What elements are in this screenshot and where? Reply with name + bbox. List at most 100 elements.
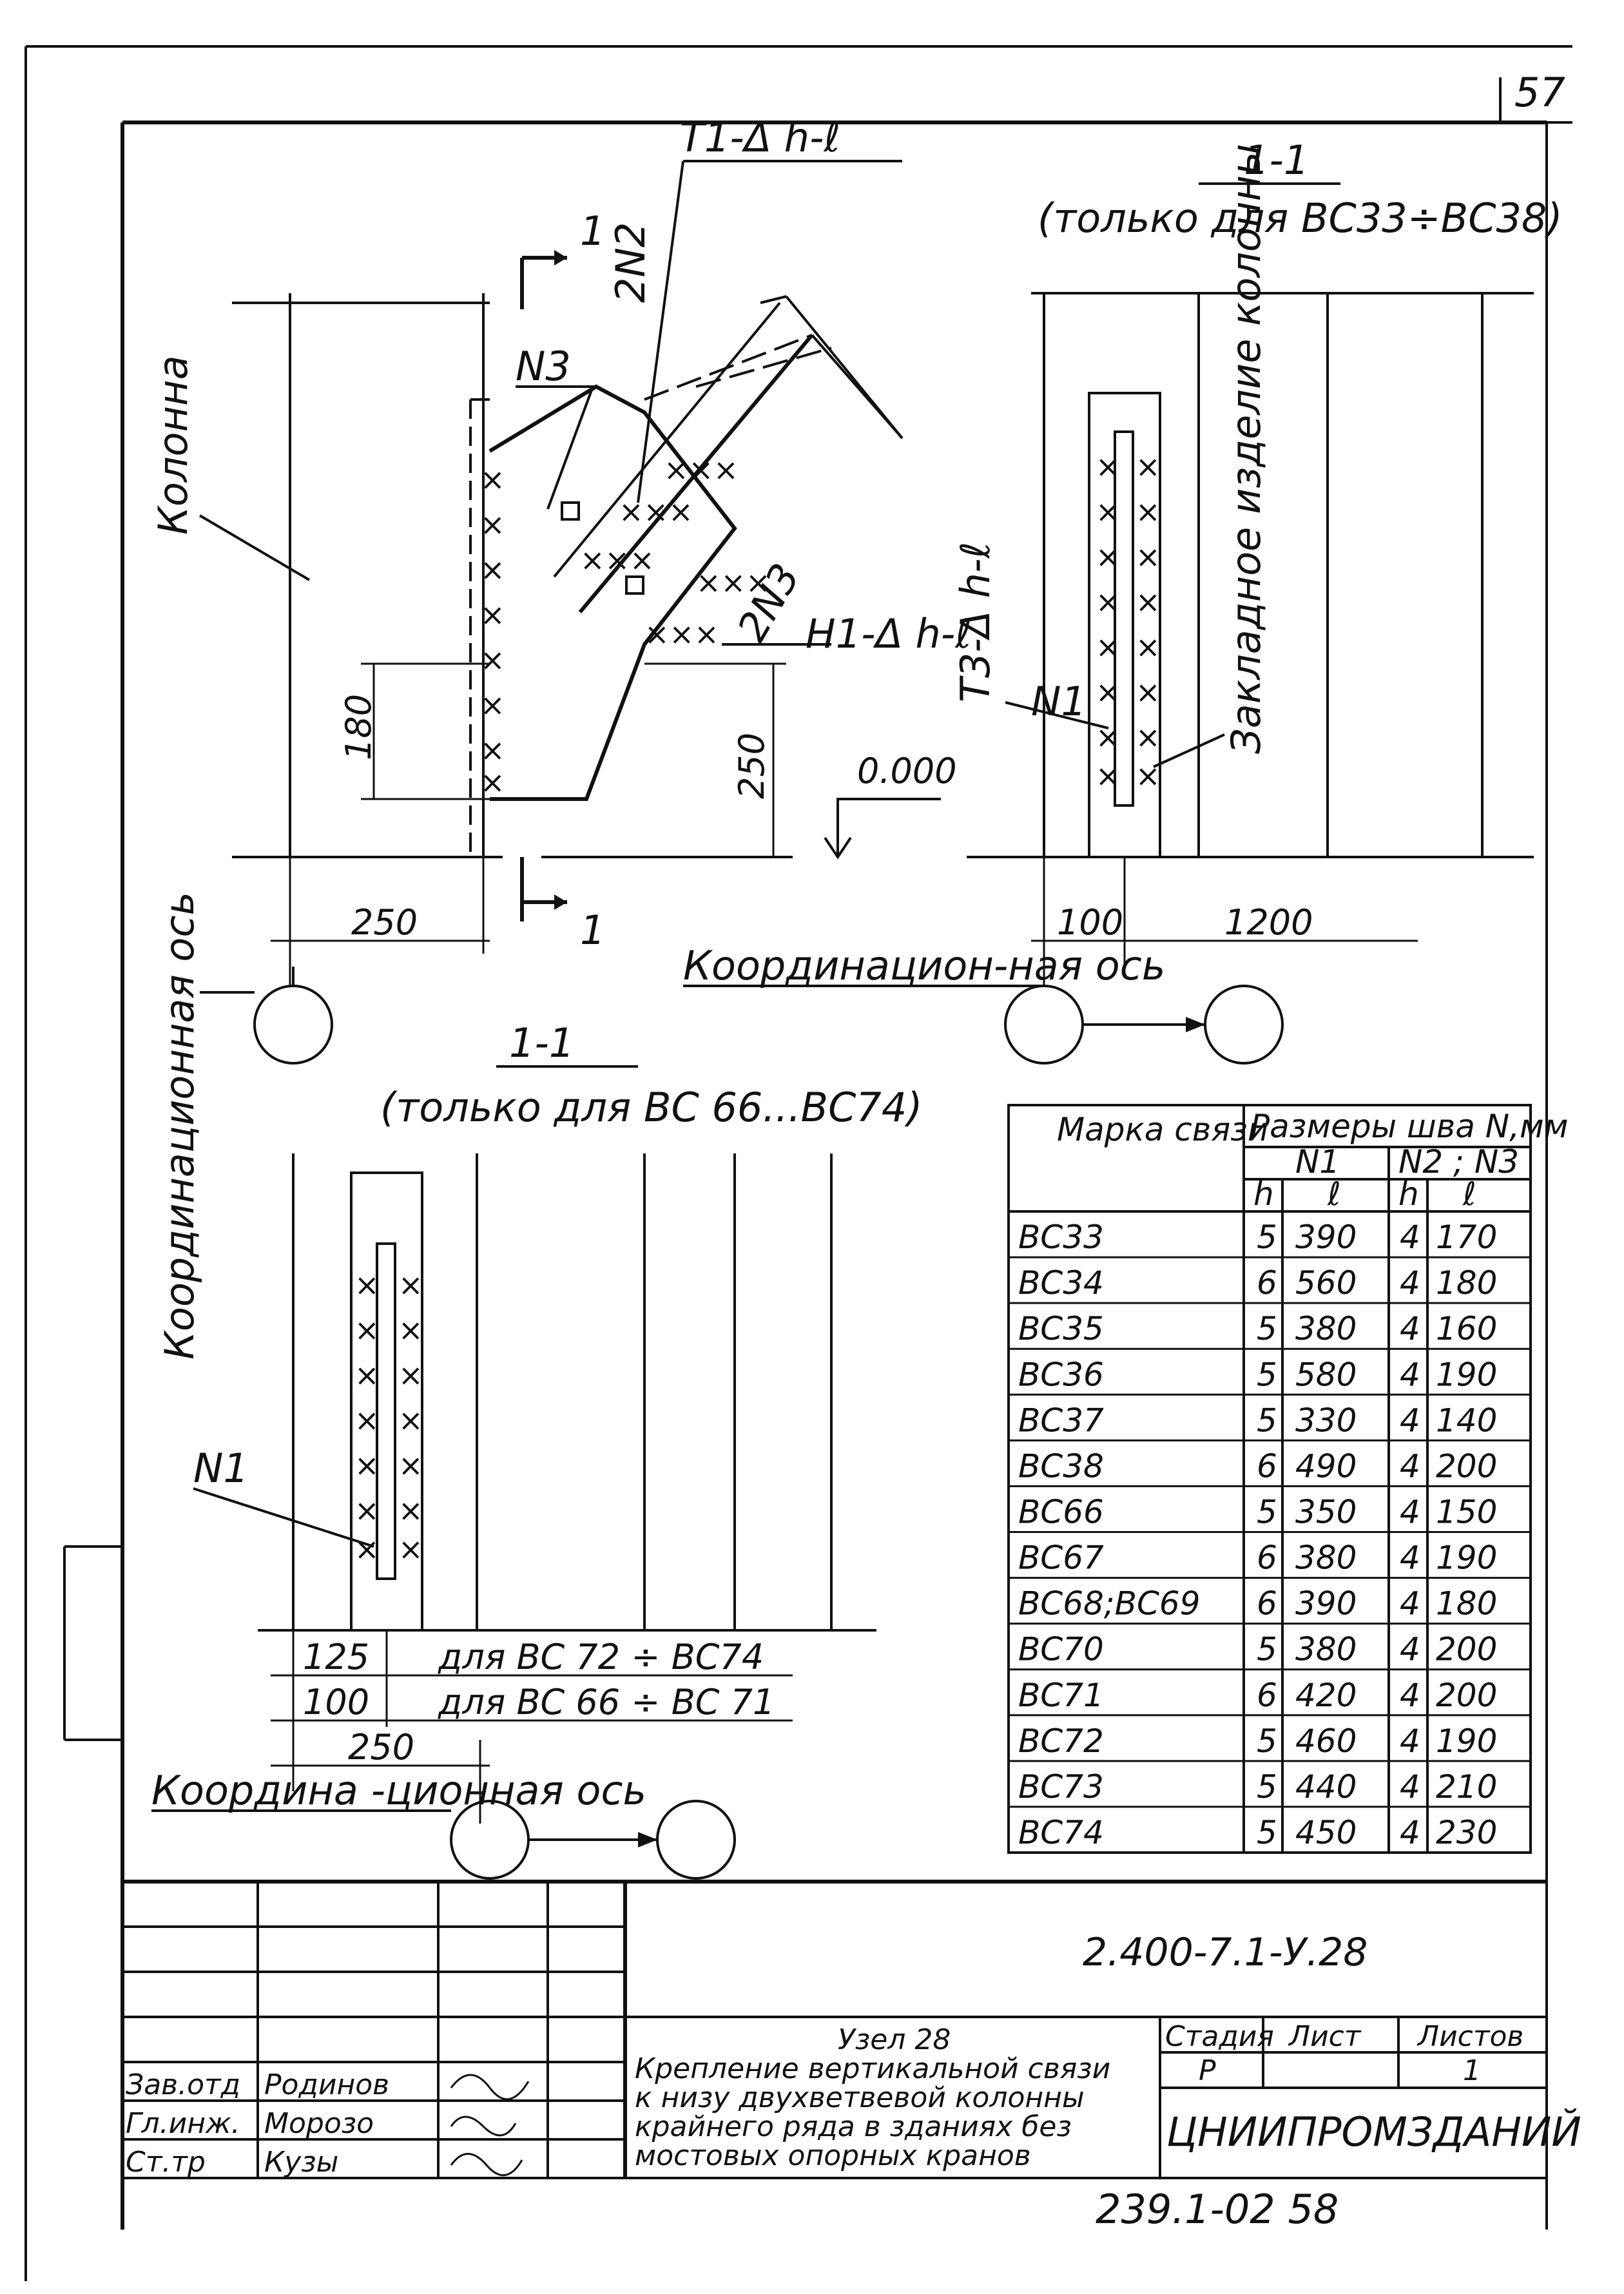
svg-text:×: × [398, 1267, 423, 1302]
table-cell-l2: 190 [1436, 1722, 1497, 1760]
table-cell-mark: ВС33 [1018, 1219, 1104, 1256]
table-cell-mark: ВС67 [1018, 1539, 1104, 1577]
table-cell-mark: ВС71 [1018, 1677, 1104, 1714]
dimension-250-vertical: 250 [644, 662, 786, 857]
sheet-number: 57 [1514, 69, 1565, 116]
table-cell-h1: 5 [1257, 1402, 1277, 1439]
table-cell-mark: ВС73 [1018, 1768, 1104, 1806]
table-cell-h2: 4 [1400, 1494, 1420, 1531]
svg-text:×: × [1136, 584, 1161, 619]
table-cell-l2: 180 [1436, 1264, 1497, 1302]
zero-mark: 0.000 [824, 751, 957, 860]
sheets-value: 1 [1463, 2054, 1481, 2087]
svg-text:×: × [1096, 584, 1121, 619]
node-elevation-view: × × × × × × × × ××× ××× ××× ××× ××× 1 1 [150, 114, 972, 1065]
axis-bubble-top-left [253, 985, 333, 1065]
position-2n2: 2N2 [607, 222, 654, 303]
svg-text:×: × [1096, 758, 1121, 793]
coord-axis-label-bottom: Координа -ционная ось [151, 1767, 646, 1814]
table-cell-h2: 4 [1400, 1677, 1420, 1714]
bolt-lower [625, 575, 644, 595]
svg-text:×: × [354, 1403, 380, 1438]
table-cell-h2: 4 [1400, 1402, 1420, 1439]
dimension-1200: 1200 [1224, 902, 1313, 943]
table-cell-h2: 4 [1400, 1722, 1420, 1760]
table-cell-h2: 4 [1400, 1447, 1420, 1485]
table-cell-l1: 390 [1295, 1585, 1357, 1623]
svg-text:×: × [354, 1493, 380, 1528]
svg-text:×: × [1096, 630, 1121, 664]
weld-marks-left: × × × × × × × × [480, 462, 505, 800]
table-header-n1: N1 [1295, 1143, 1340, 1181]
table-cell-l2: 210 [1436, 1768, 1497, 1806]
table-cell-h2: 4 [1400, 1814, 1420, 1851]
signature-1 [450, 2074, 530, 2101]
table-cell-h1: 5 [1257, 1768, 1277, 1806]
table-cell-h1: 6 [1257, 1264, 1277, 1302]
table-cell-h2: 4 [1400, 1631, 1420, 1668]
table-cell-h2: 4 [1400, 1539, 1420, 1577]
table-cell-l2: 150 [1436, 1494, 1497, 1531]
table-cell-l2: 200 [1436, 1631, 1497, 1668]
table-cell-l2: 200 [1436, 1447, 1497, 1485]
n3-leader [516, 385, 595, 510]
svg-text:×: × [354, 1358, 380, 1393]
table-header-sizes: Размеры шва N,мм [1250, 1108, 1568, 1145]
axis-bubble-bottom-right [656, 1800, 736, 1880]
sign-name-3: Кузы [264, 2146, 338, 2179]
dimension-125: 125 [303, 1637, 369, 1677]
svg-text:×: × [480, 765, 505, 800]
table-cell-h1: 6 [1257, 1677, 1277, 1714]
table-header-l2: ℓ [1462, 1175, 1476, 1213]
svg-text:×××: ××× [696, 565, 771, 600]
svg-text:180: 180 [338, 694, 379, 760]
dimension-250-horizontal: 250 [271, 857, 490, 986]
svg-text:×: × [480, 507, 505, 542]
svg-text:×: × [480, 688, 505, 722]
sign-name-1: Родинов [264, 2068, 389, 2101]
embedded-part-label: Закладное изделие колонны [1223, 144, 1270, 754]
sign-role-3: Ст.тр [126, 2146, 206, 2179]
drawing-code: 2.400-7.1-У.28 [1083, 1930, 1368, 1975]
weld-callout-t3: Т3-Δ h-ℓ [952, 542, 999, 702]
svg-text:×: × [480, 597, 505, 632]
weld-strip-top-right [1114, 430, 1134, 807]
svg-text:×××: ××× [644, 617, 719, 651]
svg-text:×: × [398, 1313, 423, 1347]
table-cell-mark: ВС36 [1018, 1356, 1104, 1393]
svg-text:×: × [1136, 630, 1161, 664]
table-header-mark: Марка связи [1057, 1111, 1268, 1148]
table-header-h1: h [1253, 1175, 1274, 1213]
table-cell-mark: ВС70 [1018, 1631, 1104, 1668]
table-cell-l1: 330 [1295, 1402, 1357, 1439]
table-cell-h1: 6 [1257, 1585, 1277, 1623]
table-cell-l1: 380 [1295, 1310, 1357, 1347]
svg-text:×: × [354, 1532, 380, 1566]
section-note-bottom-left: (только для ВС 66...ВС74) [380, 1084, 922, 1131]
dimension-250-bottom: 250 [348, 1727, 414, 1768]
table-cell-h1: 5 [1257, 1310, 1277, 1347]
table-cell-mark: ВС68;ВС69 [1018, 1585, 1201, 1623]
sheet-frame [24, 45, 1572, 2281]
table-cell-h1: 6 [1257, 1539, 1277, 1577]
svg-text:×: × [1096, 449, 1121, 484]
table-cell-l2: 160 [1436, 1310, 1497, 1347]
signature-3 [450, 2153, 523, 2177]
svg-text:×: × [354, 1448, 380, 1483]
position-n1-bottom: N1 [193, 1445, 249, 1492]
title-line-1: Узел 28 [838, 2023, 951, 2056]
table-cell-l1: 420 [1295, 1677, 1357, 1714]
table-cell-l2: 190 [1436, 1539, 1497, 1577]
svg-text:×: × [480, 733, 505, 767]
svg-text:×: × [1136, 449, 1161, 484]
svg-text:×: × [398, 1493, 423, 1528]
table-cell-h2: 4 [1400, 1264, 1420, 1302]
gusset-plate [488, 384, 737, 801]
title-line-5: мостовых опорных кранов [635, 2139, 1031, 2172]
weld-callout-t1: Т1-Δ h-ℓ [680, 114, 840, 161]
bolt-upper [561, 501, 580, 521]
section-title-bottom-left: 1-1 [509, 1019, 574, 1066]
svg-text:×××: ××× [619, 494, 693, 529]
svg-text:×: × [1136, 494, 1161, 529]
